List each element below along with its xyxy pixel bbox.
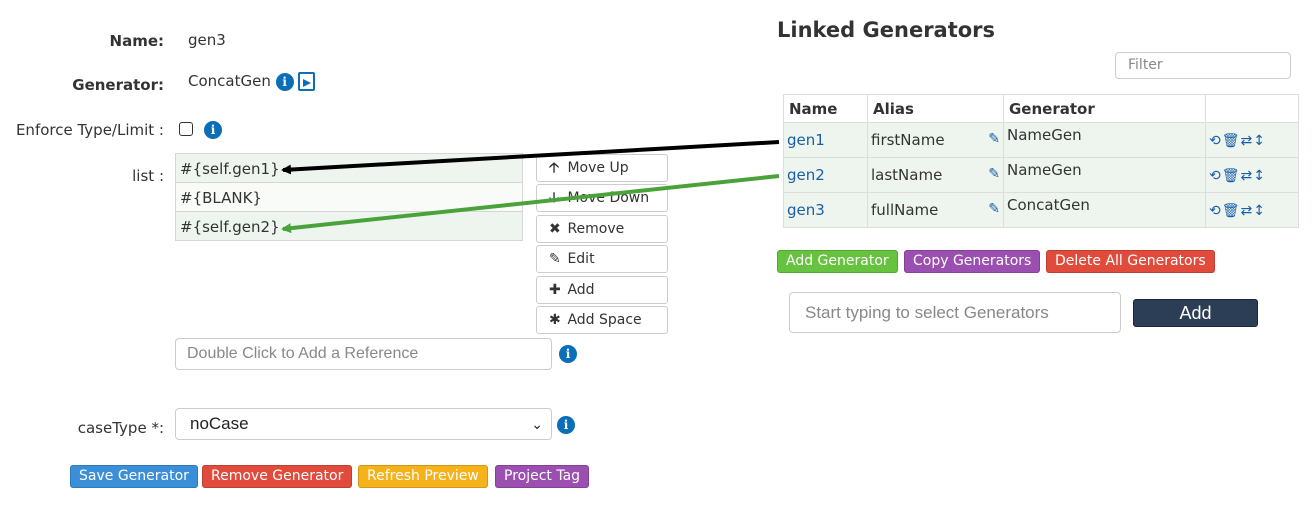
- table-row: gen1 firstName ✎ NameGen ⟲🗑⇄↕: [783, 122, 1299, 158]
- updown-icon[interactable]: ↕: [1253, 133, 1266, 149]
- plus-icon: ✚: [549, 281, 561, 298]
- generator-value-group: ConcatGen i: [188, 72, 316, 91]
- refresh-icon[interactable]: ⟲: [1209, 168, 1222, 184]
- swap-icon[interactable]: ⇄: [1240, 168, 1254, 184]
- name-value: gen3: [188, 31, 226, 49]
- add-space-label: Add Space: [567, 311, 642, 328]
- add-linked-button[interactable]: Add: [1133, 299, 1258, 327]
- generator-label: Generator:: [72, 76, 164, 94]
- linked-generators-title: Linked Generators: [777, 18, 996, 42]
- column-header-generator: Generator: [1003, 94, 1206, 123]
- actions-cell: ⟲🗑⇄↕: [1205, 192, 1299, 228]
- generator-select-input[interactable]: Start typing to select Generators: [789, 292, 1121, 333]
- generator-link[interactable]: gen2: [787, 166, 825, 184]
- pencil-icon[interactable]: ✎: [988, 201, 1000, 217]
- edit-label: Edit: [567, 251, 595, 268]
- list-item[interactable]: #{self.gen2}: [175, 211, 523, 241]
- linked-generators-table: Name Alias Generator gen1 firstName ✎ Nam…: [783, 94, 1299, 228]
- generator-value: ConcatGen: [188, 72, 271, 90]
- delete-all-generators-button[interactable]: Delete All Generators: [1046, 250, 1215, 273]
- generator-name-cell[interactable]: gen2: [783, 157, 868, 193]
- updown-icon[interactable]: ↕: [1253, 203, 1266, 219]
- add-label: Add: [567, 281, 595, 298]
- casetype-value: noCase: [190, 414, 249, 433]
- alias-value: firstName: [871, 131, 945, 149]
- list-button-stack: 🡡 Move Up 🡣 Move Down ✖ Remove ✎ Edit ✚ …: [536, 154, 668, 336]
- generator-type-cell: NameGen: [1003, 122, 1206, 158]
- refresh-icon[interactable]: ⟲: [1209, 203, 1222, 219]
- remove-button[interactable]: ✖ Remove: [536, 214, 668, 243]
- list-item[interactable]: #{BLANK}: [175, 182, 523, 212]
- actions-cell: ⟲🗑⇄↕: [1205, 157, 1299, 193]
- generator-link[interactable]: gen1: [787, 131, 825, 149]
- generator-name-cell[interactable]: gen1: [783, 122, 868, 158]
- casetype-label: caseType *:: [77, 419, 164, 437]
- alias-cell: fullName ✎: [867, 192, 1004, 228]
- video-doc-icon[interactable]: [298, 72, 316, 91]
- copy-generators-button[interactable]: Copy Generators: [904, 250, 1041, 273]
- enforce-checkbox[interactable]: [179, 122, 193, 136]
- alias-value: lastName: [871, 166, 943, 184]
- alias-value: fullName: [871, 201, 939, 219]
- table-header-row: Name Alias Generator: [783, 94, 1299, 123]
- list-item[interactable]: #{self.gen1}: [175, 153, 523, 183]
- add-generator-button[interactable]: Add Generator: [777, 250, 898, 273]
- asterisk-icon: ✱: [549, 311, 561, 328]
- pencil-icon[interactable]: ✎: [988, 166, 1000, 182]
- info-icon[interactable]: i: [275, 72, 294, 91]
- column-header-name: Name: [783, 94, 868, 123]
- casetype-select[interactable]: noCase ⌄: [175, 408, 552, 440]
- generator-name-cell[interactable]: gen3: [783, 192, 868, 228]
- generator-type-cell: ConcatGen: [1003, 192, 1206, 228]
- x-icon: ✖: [549, 220, 561, 237]
- info-icon[interactable]: i: [559, 345, 577, 363]
- refresh-preview-button[interactable]: Refresh Preview: [358, 465, 488, 488]
- move-down-button[interactable]: 🡣 Move Down: [536, 184, 668, 213]
- project-tag-button[interactable]: Project Tag: [495, 465, 590, 488]
- remove-generator-button[interactable]: Remove Generator: [202, 465, 353, 488]
- pencil-icon: ✎: [549, 251, 561, 268]
- save-generator-button[interactable]: Save Generator: [70, 465, 198, 488]
- enforce-label: Enforce Type/Limit :: [15, 121, 164, 139]
- trash-icon[interactable]: 🗑: [1221, 168, 1241, 184]
- reference-input[interactable]: Double Click to Add a Reference: [175, 338, 552, 370]
- add-space-button[interactable]: ✱ Add Space: [536, 305, 668, 334]
- arrow-up-icon: 🡡: [549, 160, 560, 176]
- alias-cell: lastName ✎: [867, 157, 1004, 193]
- edit-button[interactable]: ✎ Edit: [536, 245, 668, 274]
- alias-cell: firstName ✎: [867, 122, 1004, 158]
- chevron-down-icon: ⌄: [531, 416, 543, 432]
- move-up-button[interactable]: 🡡 Move Up: [536, 154, 668, 182]
- info-icon[interactable]: i: [204, 121, 222, 139]
- actions-cell: ⟲🗑⇄↕: [1205, 122, 1299, 158]
- arrow-down-icon: 🡣: [549, 190, 560, 207]
- updown-icon[interactable]: ↕: [1253, 168, 1266, 184]
- generator-link[interactable]: gen3: [787, 201, 825, 219]
- column-header-alias: Alias: [867, 94, 1004, 123]
- filter-input[interactable]: Filter: [1115, 52, 1291, 79]
- swap-icon[interactable]: ⇄: [1240, 203, 1254, 219]
- move-down-label: Move Down: [567, 190, 650, 207]
- remove-label: Remove: [567, 220, 625, 237]
- column-header-actions: [1205, 94, 1299, 123]
- trash-icon[interactable]: 🗑: [1221, 203, 1241, 219]
- table-row: gen2 lastName ✎ NameGen ⟲🗑⇄↕: [783, 157, 1299, 193]
- pencil-icon[interactable]: ✎: [988, 131, 1000, 147]
- trash-icon[interactable]: 🗑: [1221, 133, 1241, 149]
- refresh-icon[interactable]: ⟲: [1209, 133, 1222, 149]
- swap-icon[interactable]: ⇄: [1240, 133, 1254, 149]
- move-up-label: Move Up: [567, 160, 629, 176]
- table-row: gen3 fullName ✎ ConcatGen ⟲🗑⇄↕: [783, 192, 1299, 228]
- add-button[interactable]: ✚ Add: [536, 275, 668, 304]
- name-label: Name:: [109, 32, 164, 50]
- info-icon[interactable]: i: [557, 416, 575, 434]
- generator-type-cell: NameGen: [1003, 157, 1206, 193]
- reference-list[interactable]: #{self.gen1} #{BLANK} #{self.gen2}: [175, 153, 523, 244]
- list-label: list :: [132, 167, 164, 185]
